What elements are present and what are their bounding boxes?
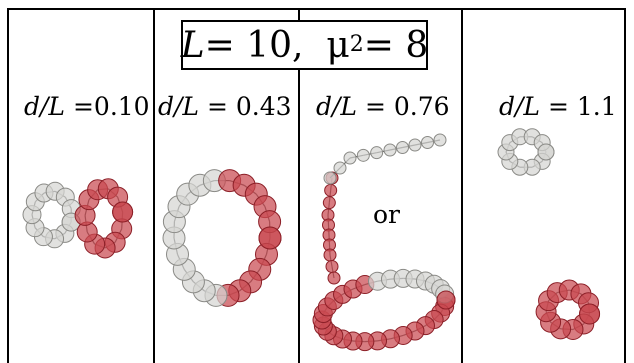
ratio-value: = 1.1	[540, 92, 617, 121]
grey-bead	[537, 143, 555, 161]
column-label-4: d/L = 1.1	[499, 92, 617, 121]
length-value: = 10,	[204, 24, 304, 66]
ratio-symbol: d/L	[316, 92, 358, 121]
red-bead	[327, 271, 341, 285]
red-bead	[322, 196, 336, 210]
grey-bead	[421, 136, 434, 149]
ratio-value: =0.10	[65, 92, 150, 121]
grey-bead	[408, 138, 422, 152]
grey-bead	[343, 151, 357, 165]
grey-bead	[433, 133, 447, 147]
red-bead	[323, 248, 337, 262]
red-bead	[324, 183, 338, 197]
polymer-configurations	[22, 128, 601, 352]
ratio-value: = 0.43	[199, 92, 292, 121]
grey-bead	[370, 146, 384, 160]
column-label-1: d/L =0.10	[24, 92, 150, 121]
grey-bead	[356, 148, 370, 162]
column-label-2: d/L = 0.43	[158, 92, 292, 121]
grey-bead	[323, 171, 337, 185]
mu-symbol: μ	[326, 24, 350, 66]
grey-bead	[383, 143, 397, 157]
red-bead	[579, 303, 601, 325]
red-bead	[112, 201, 134, 223]
or-label: or	[373, 200, 401, 229]
ratio-symbol: d/L	[24, 92, 66, 121]
red-bead	[258, 226, 282, 250]
red-bead	[436, 290, 456, 310]
ratio-symbol: d/L	[158, 92, 200, 121]
ratio-value: = 0.76	[357, 92, 450, 121]
mu-value: = 8	[363, 24, 429, 66]
grey-bead	[396, 141, 409, 154]
red-bead	[325, 260, 339, 273]
grey-bead	[333, 161, 347, 175]
ratio-symbol: d/L	[499, 92, 541, 121]
length-symbol: L	[180, 24, 205, 66]
column-label-3: d/L = 0.76	[316, 92, 450, 121]
